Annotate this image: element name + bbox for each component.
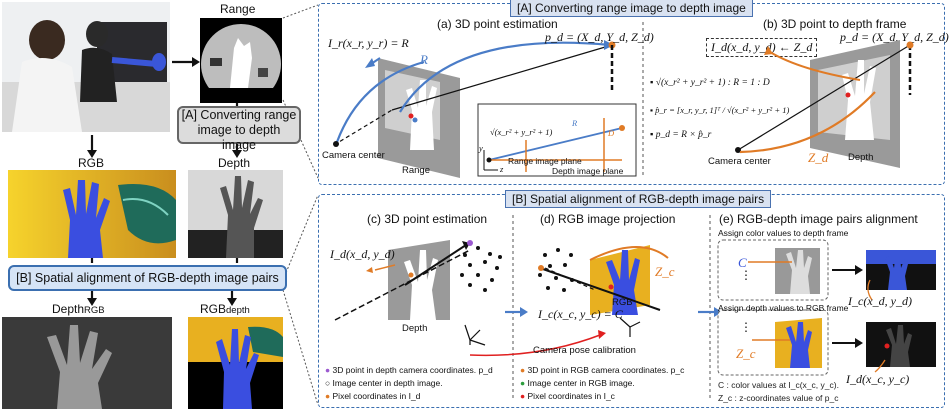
callout-converting-range: [A] Converting range image to depth imag… — [177, 106, 301, 152]
callout-line-1: [A] Converting range — [181, 108, 297, 122]
inset-d: D — [608, 128, 615, 138]
rgb-depth-image — [188, 317, 283, 409]
banner-spatial-alignment: [B] Spatial alignment of RGB-depth image… — [8, 265, 287, 291]
assign-depth-label: Assign depth values to RGB frame — [718, 303, 849, 313]
legend-c-1-text: 3D point in depth camera coordinates. p_… — [332, 365, 493, 375]
bullet-1: ▪ √(x_r² + y_r² + 1) : R = 1 : D — [650, 78, 770, 88]
legend-d-3: ● Pixel coordinates in I_c — [520, 391, 615, 401]
legend-e-2: Z_c : z-coordinates value of p_c — [718, 393, 839, 403]
assign-color-label: Assign color values to depth frame — [718, 228, 849, 238]
legend-d-3-text: Pixel coordinates in I_c — [527, 391, 615, 401]
inset-sqrt: √(x_r² + y_r² + 1) — [490, 127, 553, 137]
rgb-label: RGB — [78, 156, 105, 170]
depth-rgb-sub: RGB — [84, 305, 105, 316]
legend-c-2-text: Image center in depth image. — [332, 378, 443, 388]
camera-pose-label: Camera pose calibration — [533, 345, 636, 356]
rgb-depth-main: RGB — [200, 302, 227, 316]
ic-out-label: I_c(x_d, y_d) — [848, 294, 912, 308]
id-out-label: I_d(x_c, y_c) — [846, 372, 910, 386]
panel-a-sub-b: (b) 3D point to depth frame — [763, 17, 907, 31]
depth-image — [188, 170, 283, 258]
inset-depth-image-plane: Depth image plane — [552, 166, 624, 176]
zd-label: Z_d — [808, 150, 829, 165]
camera-center-label: Camera center — [322, 150, 385, 161]
depth-rgb-image — [2, 317, 172, 409]
r-label: R — [420, 52, 428, 67]
panel-b-title: [B] Spatial alignment of RGB-depth image… — [505, 190, 772, 208]
inset-range-image-plane: Range image plane — [508, 156, 582, 166]
panel-a-sub-a: (a) 3D point estimation — [437, 17, 558, 31]
bullet-2: ▪ p̂_r = [x_r, y_r, 1]ᵀ / √(x_r² + y_r² … — [650, 105, 790, 115]
depth-rgb-main: Depth — [52, 302, 85, 316]
inset-y: y — [479, 143, 483, 153]
panel-b-sub-e: (e) RGB-depth image pairs alignment — [719, 212, 918, 226]
zc-label: Z_c — [655, 264, 675, 279]
ir-equation: I_r(x_r, y_r) = R — [328, 36, 409, 50]
person-photo — [2, 2, 170, 132]
ic-equation: I_c(x_c, y_c) = C — [538, 307, 623, 321]
ellipsis-2: ⋮ — [740, 320, 752, 334]
legend-e-1: C : color values at I_c(x_c, y_c). — [718, 380, 839, 390]
id-equation-c: I_d(x_d, y_d) — [330, 247, 395, 261]
bullet-2-text: p̂_r = [x_r, y_r, 1]ᵀ / √(x_r² + y_r² + … — [655, 105, 790, 115]
legend-d-2-text: Image center in RGB image. — [527, 378, 635, 388]
depth-label: Depth — [218, 156, 251, 170]
legend-c-3-text: Pixel coordinates in I_d — [332, 391, 421, 401]
panel-b-sub-d: (d) RGB image projection — [540, 212, 676, 226]
panel-a-title: [A] Converting range image to depth imag… — [510, 0, 753, 17]
c-value-label: C — [738, 255, 747, 270]
pd-equation: p_d = (X_d, Y_d, Z_d) — [545, 30, 654, 44]
rgb-depth-label: RGBdepth — [200, 302, 250, 316]
bullet-3: ▪ p_d = R × p̂_r — [650, 130, 712, 140]
legend-c-1: ● 3D point in depth camera coordinates. … — [325, 365, 493, 375]
range-label: Range — [220, 2, 256, 16]
depth-b-label: Depth — [848, 152, 874, 163]
inset-r: R — [572, 118, 578, 128]
depth-c-label: Depth — [402, 323, 428, 334]
range-plane-label: Range — [402, 165, 430, 176]
range-image — [200, 18, 282, 103]
legend-c-3: ● Pixel coordinates in I_d — [325, 391, 421, 401]
panel-b-sub-c: (c) 3D point estimation — [367, 212, 488, 226]
legend-d-1-text: 3D point in RGB camera coordinates. p_c — [527, 365, 685, 375]
pd-equation-b: p_d = (X_d, Y_d, Z_d) — [840, 30, 949, 44]
zc-value-label: Z_c — [736, 346, 756, 361]
rgb-image — [8, 170, 176, 258]
ellipsis-1: ⋮ — [740, 268, 752, 282]
bullet-1-text: √(x_r² + y_r² + 1) : R = 1 : D — [655, 78, 770, 88]
rgb-depth-sub: depth — [226, 305, 250, 316]
callout-line-2: image to depth image — [197, 123, 281, 152]
legend-c-2: ○ Image center in depth image. — [325, 378, 443, 388]
id-equation: I_d(x_d, y_d) ← Z_d — [711, 40, 813, 54]
camera-center-b-label: Camera center — [708, 156, 771, 167]
legend-d-2: ● Image center in RGB image. — [520, 378, 635, 388]
legend-d-1: ● 3D point in RGB camera coordinates. p_… — [520, 365, 685, 375]
bullet-3-text: p_d = R × p̂_r — [655, 130, 712, 140]
id-equation-box: I_d(x_d, y_d) ← Z_d — [706, 38, 818, 57]
inset-z: z — [500, 164, 504, 174]
depth-rgb-label: DepthRGB — [52, 302, 105, 316]
rgb-d-label: RGB — [612, 297, 633, 308]
